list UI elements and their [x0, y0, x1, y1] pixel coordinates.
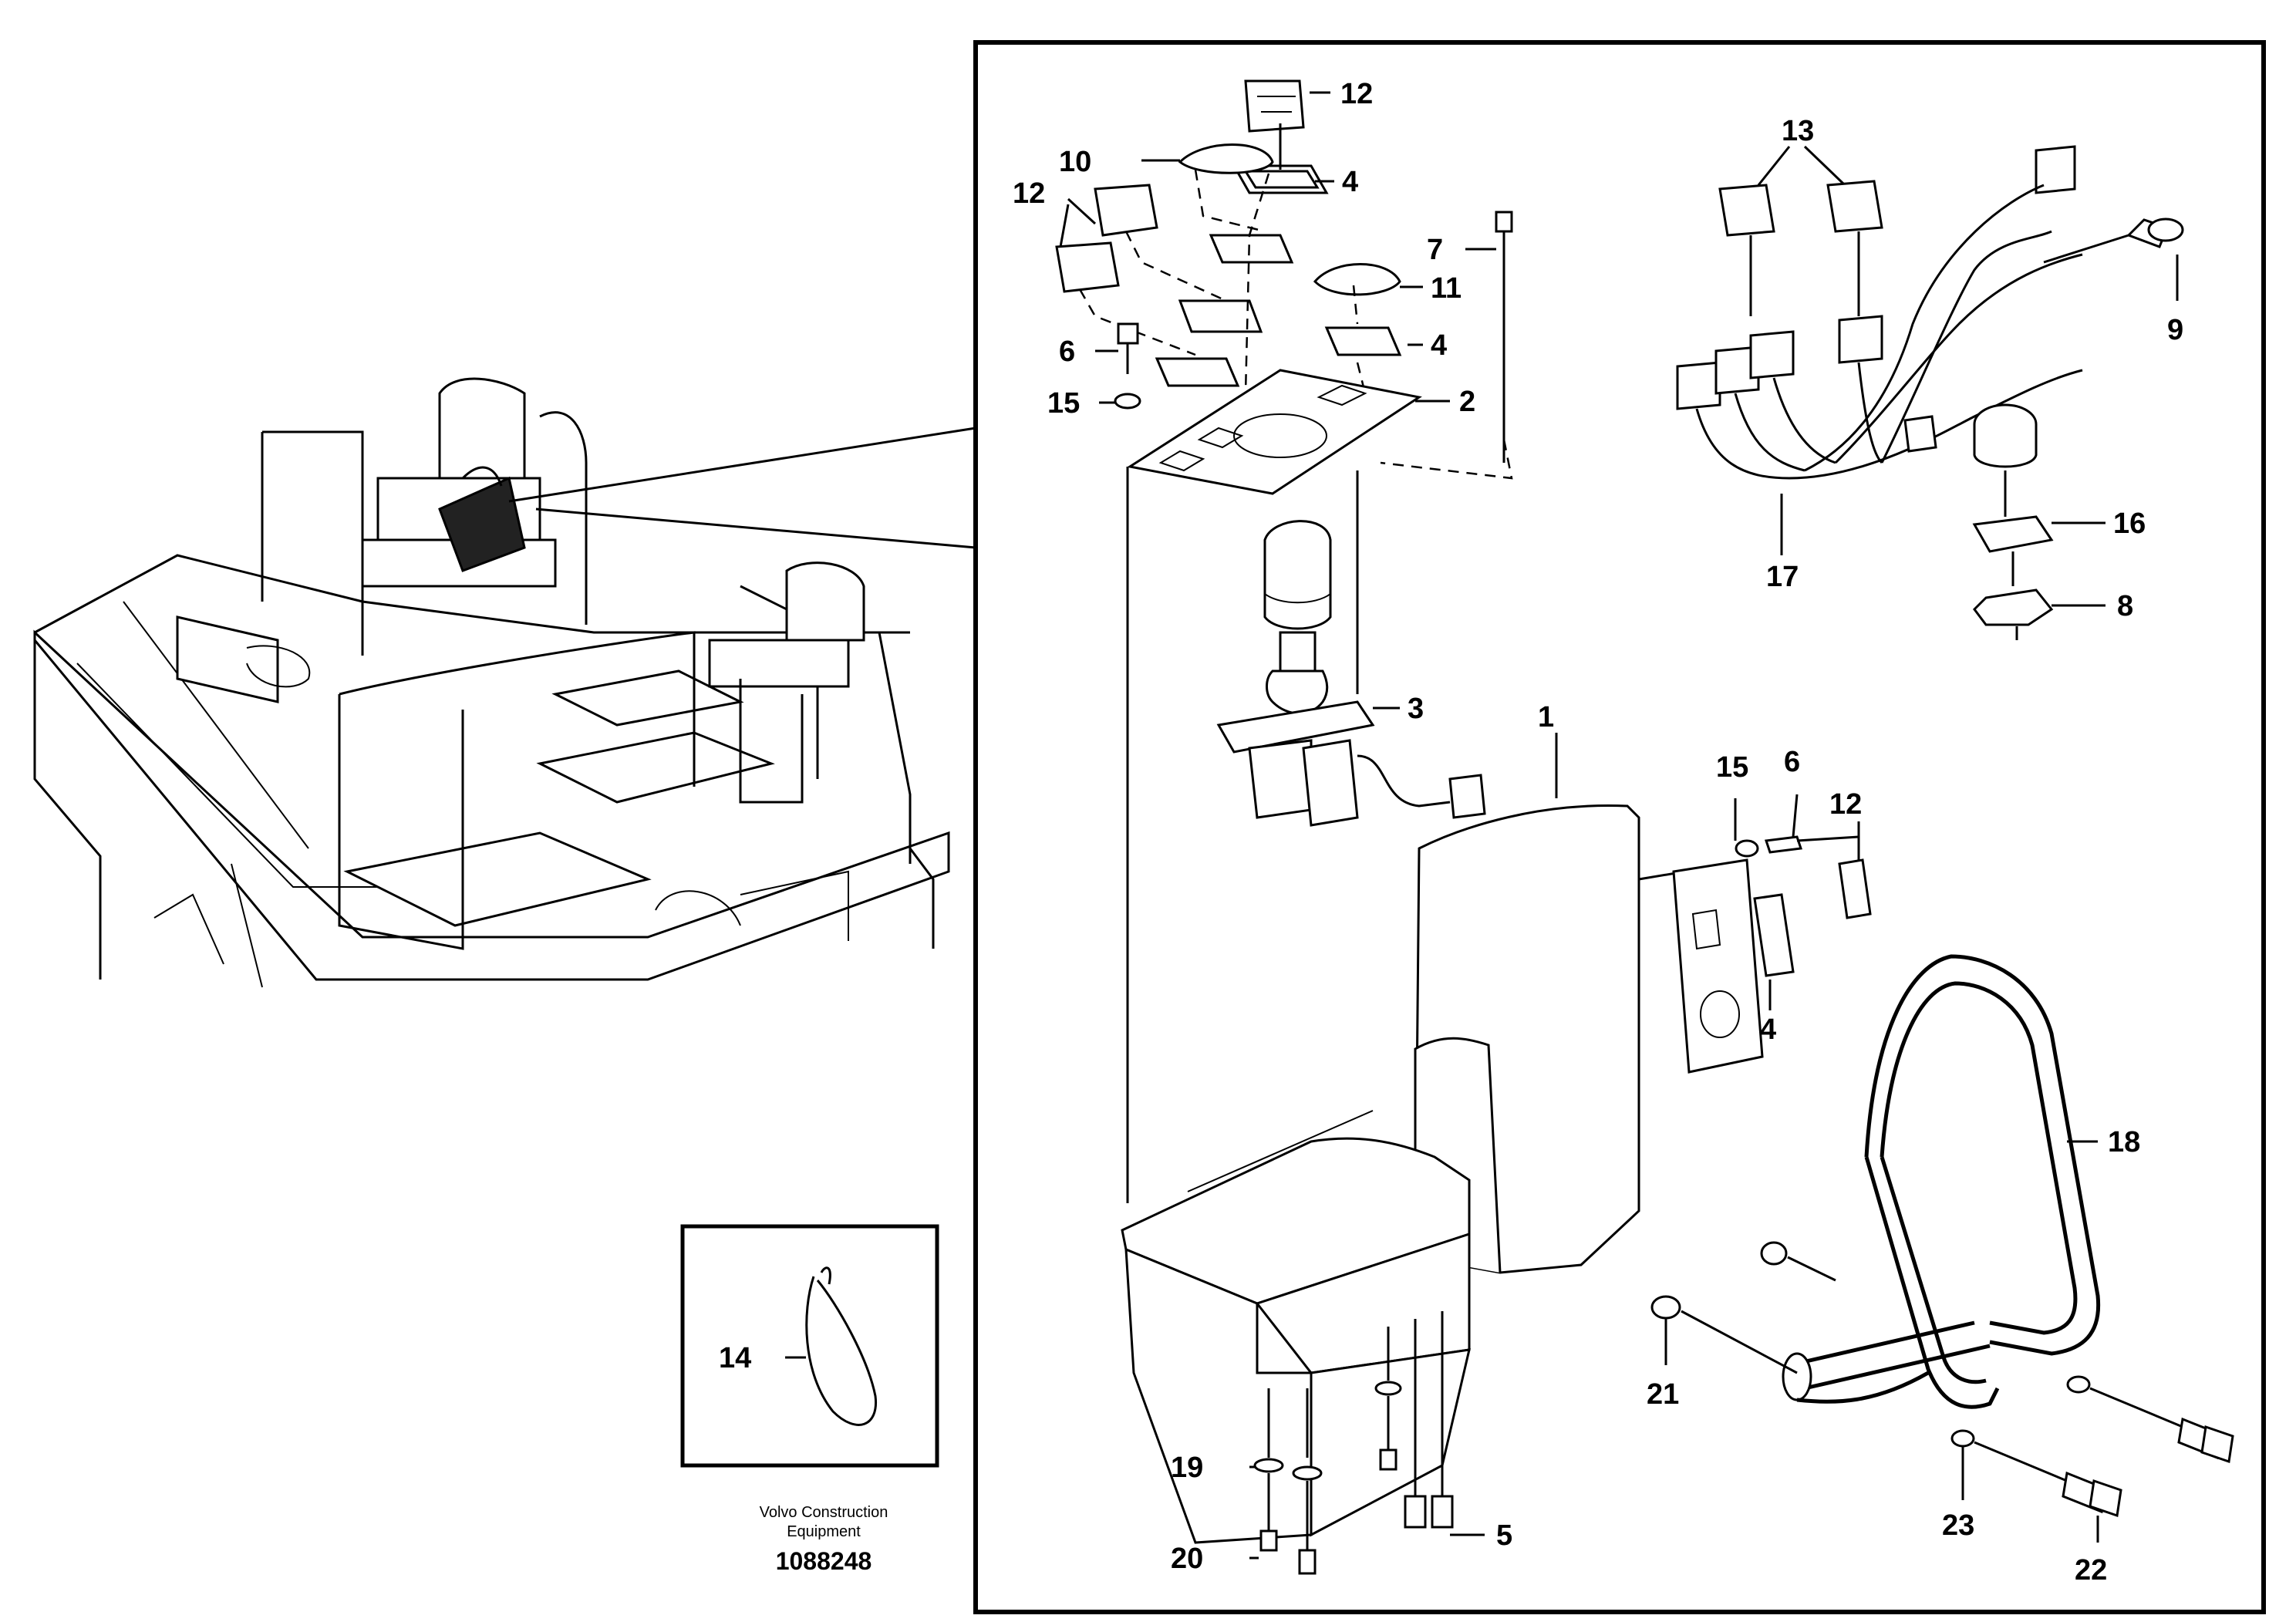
- manufacturer-name-line1: Volvo Construction: [760, 1504, 888, 1521]
- label-part-11: 11: [1431, 272, 1462, 305]
- side-switch-plate: [1672, 835, 1872, 1074]
- label-part-4-top: 4: [1342, 166, 1358, 198]
- joystick-assembly: [1216, 520, 1486, 827]
- label-part-6-top: 6: [1059, 336, 1075, 368]
- label-part-2: 2: [1459, 386, 1475, 418]
- overview-callout-upper-line: [508, 427, 976, 503]
- label-part-20: 20: [1171, 1543, 1203, 1575]
- label-part-10: 10: [1059, 146, 1091, 178]
- label-part-16: 16: [2113, 508, 2146, 540]
- cable-tie-drawing: [805, 1266, 878, 1426]
- label-part-18: 18: [2108, 1126, 2140, 1158]
- label-part-9: 9: [2167, 314, 2183, 346]
- label-part-3: 3: [1408, 693, 1424, 725]
- label-part-12-right: 12: [1829, 788, 1862, 821]
- label-part-14: 14: [719, 1342, 751, 1374]
- label-part-21: 21: [1647, 1378, 1679, 1411]
- label-part-19: 19: [1171, 1452, 1203, 1484]
- label-leader-lines: [785, 91, 2179, 1560]
- label-part-12-left: 12: [1013, 177, 1045, 210]
- document-number: 1088248: [776, 1547, 872, 1575]
- label-part-15-right: 15: [1716, 751, 1748, 784]
- inset-cable-tie-frame: [680, 1224, 939, 1468]
- label-part-7: 7: [1427, 234, 1443, 266]
- label-part-12-top: 12: [1340, 78, 1373, 110]
- label-part-5: 5: [1496, 1519, 1512, 1552]
- machine-overview-sketch: [33, 377, 950, 988]
- label-part-4-right: 4: [1760, 1013, 1776, 1046]
- label-part-1: 1: [1538, 701, 1554, 733]
- label-part-15-top: 15: [1047, 387, 1080, 420]
- console-housing: [1121, 804, 1686, 1544]
- part-labels: 12 10 4 12 7 11 6 4 15 2 3 1 13 9 16 17 …: [719, 78, 2183, 1587]
- manufacturer-name-line2: Equipment: [787, 1523, 861, 1540]
- label-part-6-right: 6: [1784, 746, 1800, 778]
- overview-callout-lower-line: [535, 508, 976, 549]
- switch-plate-assembly: [1055, 79, 1513, 1203]
- label-part-13: 13: [1782, 115, 1814, 147]
- label-part-17: 17: [1766, 561, 1799, 593]
- label-part-8: 8: [2117, 590, 2133, 622]
- detail-view-frame: [973, 40, 2266, 1614]
- label-part-4-mid: 4: [1431, 329, 1447, 362]
- wiring-harness-assembly: [1676, 145, 2184, 640]
- label-part-22: 22: [2075, 1554, 2107, 1587]
- fasteners: [1253, 1241, 2234, 1575]
- grab-handle: [1782, 954, 2101, 1409]
- label-part-23: 23: [1942, 1509, 1974, 1542]
